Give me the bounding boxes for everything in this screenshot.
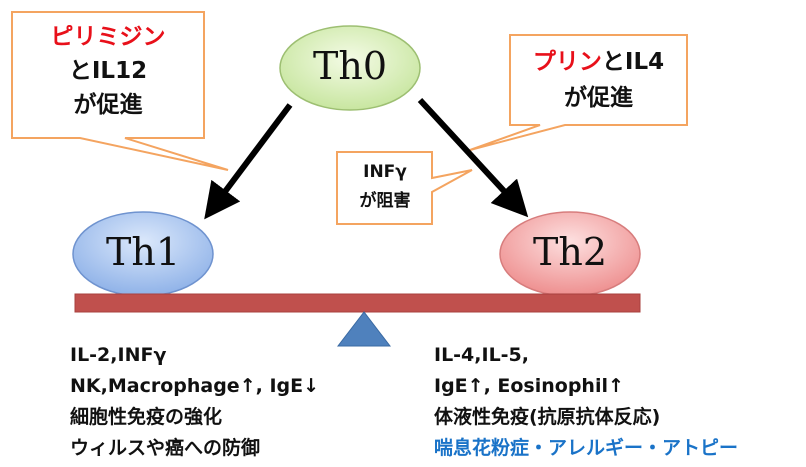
th1-list-item: ウィルスや癌への防御 — [70, 437, 261, 459]
arrow-th0-to-th1 — [204, 103, 293, 220]
callout-middle — [336, 151, 473, 225]
th1-list-item: 細胞性免疫の強化 — [70, 406, 223, 428]
balance-beam — [74, 293, 641, 313]
pyrimidine-label: ピリミジン — [50, 24, 166, 50]
callout-left-line3: が促進 — [73, 92, 143, 118]
callout-middle-text: INFγ が阻害 — [339, 158, 431, 216]
callout-left — [11, 11, 229, 171]
th1-list-item: NK,Macrophage↑, IgE↓ — [70, 375, 320, 397]
callout-right-line1-rest: とIL4 — [601, 49, 665, 75]
callout-right-line2: が促進 — [564, 85, 633, 111]
th1-label: Th1 — [106, 230, 180, 274]
callout-right — [469, 34, 688, 151]
callout-middle-line1: INFγ — [363, 162, 407, 182]
callout-left-text: ピリミジン とIL12 が促進 — [14, 20, 202, 122]
purine-label: プリン — [532, 49, 602, 75]
th2-effects-list: IL-4,IL-5, IgE↑, Eosinophil↑ 体液性免疫(抗原抗体反… — [434, 340, 738, 464]
th2-list-item: IL-4,IL-5, — [434, 344, 529, 366]
arrow-th0-to-th2 — [417, 97, 529, 218]
th2-label: Th2 — [533, 230, 607, 274]
th2-list-item-allergy: 喘息花粉症・アレルギー・アトピー — [434, 437, 739, 459]
node-th0 — [279, 25, 421, 111]
callout-middle-line2: が阻害 — [359, 191, 411, 211]
callout-right-text: プリンとIL4 が促進 — [512, 44, 685, 116]
th2-list-item: IgE↑, Eosinophil↑ — [434, 375, 624, 397]
fulcrum-triangle — [336, 311, 392, 347]
th1-list-item: IL-2,INFγ — [70, 344, 167, 366]
th1-effects-list: IL-2,INFγ NK,Macrophage↑, IgE↓ 細胞性免疫の強化 … — [70, 340, 319, 464]
th0-label: Th0 — [313, 44, 387, 88]
callout-left-line2: とIL12 — [68, 58, 148, 84]
th2-list-item: 体液性免疫(抗原抗体反応) — [434, 406, 661, 428]
